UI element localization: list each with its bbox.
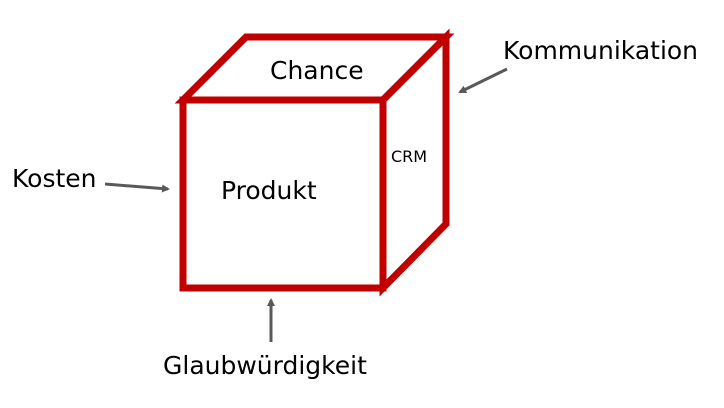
label-kosten: Kosten: [12, 164, 97, 193]
label-kommunikation: Kommunikation: [503, 36, 699, 65]
face-label-side: CRM: [391, 147, 428, 166]
face-label-top: Chance: [270, 56, 364, 85]
face-label-front: Produkt: [221, 176, 317, 205]
cube-front-face: [179, 96, 387, 292]
arrow-kommunikation: [458, 67, 508, 94]
label-glaubwuerdigkeit: Glaubwürdigkeit: [163, 351, 367, 380]
arrow-kosten: [104, 182, 170, 193]
